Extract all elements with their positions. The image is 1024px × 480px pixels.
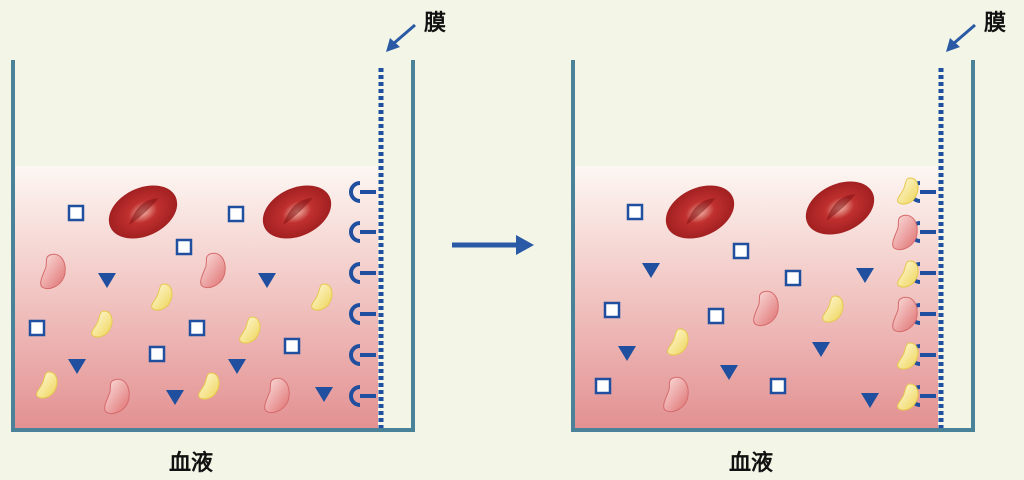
square-particle-icon bbox=[732, 242, 750, 260]
membrane-label: 膜 bbox=[424, 11, 446, 36]
square-particle-icon bbox=[769, 377, 787, 395]
arrow-icon bbox=[386, 23, 416, 52]
container-label: 血液 bbox=[169, 450, 213, 476]
arrow-icon bbox=[946, 23, 976, 52]
square-particle-icon bbox=[626, 203, 644, 221]
container-wall bbox=[571, 60, 975, 432]
square-particle-icon bbox=[603, 301, 621, 319]
container-label: 血液 bbox=[729, 450, 773, 476]
square-particle-icon bbox=[227, 205, 245, 223]
square-particle-icon bbox=[67, 204, 85, 222]
right-panel: 膜 血液 bbox=[571, 11, 1006, 476]
square-particle-icon bbox=[594, 377, 612, 395]
square-particle-icon bbox=[784, 269, 802, 287]
left-panel: 膜 血液 bbox=[11, 11, 446, 476]
square-particle-icon bbox=[175, 238, 193, 256]
square-particle-icon bbox=[707, 307, 725, 325]
container-wall bbox=[11, 60, 415, 432]
membrane-label: 膜 bbox=[984, 11, 1006, 36]
square-particle-icon bbox=[28, 319, 46, 337]
square-particle-icon bbox=[188, 319, 206, 337]
square-particle-icon bbox=[148, 345, 166, 363]
square-particle-icon bbox=[283, 337, 301, 355]
arrow-icon bbox=[452, 235, 534, 255]
